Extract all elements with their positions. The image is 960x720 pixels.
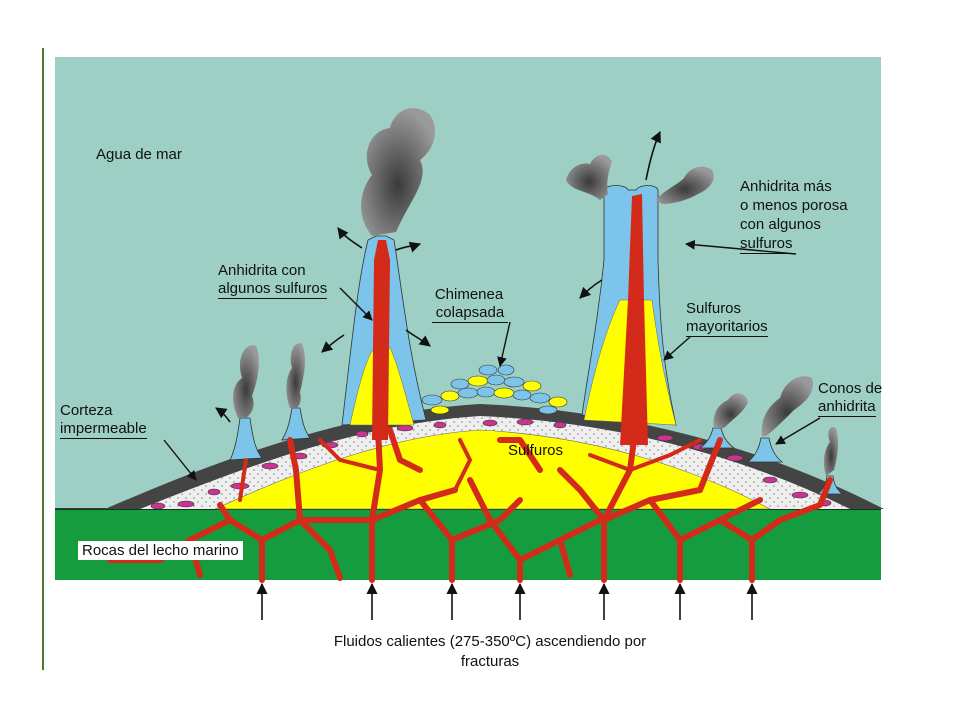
fluid-input-arrows — [256, 582, 758, 620]
caption-line1: Fluidos calientes (275-350ºC) ascendiend… — [333, 633, 647, 650]
label-seabed-rocks: Rocas del lecho marino — [78, 541, 243, 560]
right-chimney — [581, 185, 677, 445]
label-anhydrite-cones-line1: Conos de — [818, 380, 883, 397]
label-seawater: Agua de mar — [96, 146, 182, 163]
label-leader-lines — [163, 239, 821, 481]
label-collapsed-chimney-line2: colapsada — [432, 304, 508, 323]
label-porous-anhydrite-line4: sulfuros — [740, 235, 793, 254]
frame-line — [42, 48, 44, 670]
caption-line2: fracturas — [460, 653, 520, 670]
sulfide-inclusions — [150, 418, 832, 510]
collapsed-chimney-rubble — [421, 364, 568, 415]
label-anhydrite-some-sulfides-line2: algunos sulfuros — [218, 280, 328, 299]
label-crust-line1: Corteza — [60, 402, 113, 419]
label-porous-anhydrite-line3: con algunos — [740, 216, 821, 233]
label-collapsed-chimney-line1: Chimenea — [434, 286, 504, 303]
label-anhydrite-some-sulfides-line1: Anhidrita con — [218, 262, 306, 279]
label-sulfides: Sulfuros — [508, 442, 564, 459]
label-porous-anhydrite-line1: Anhidrita más — [740, 178, 832, 195]
fluid-fracture-thin — [238, 438, 702, 502]
label-porous-anhydrite-line2: o menos porosa — [740, 197, 848, 214]
black-smoke-plumes — [233, 108, 839, 476]
fluid-fracture-network — [107, 427, 833, 583]
left-chimney — [341, 235, 427, 440]
label-major-sulfides-line2: mayoritarios — [686, 318, 768, 337]
label-major-sulfides-line1: Sulfuros — [686, 300, 742, 317]
caption: Fluidos calientes (275-350ºC) ascendiend… — [300, 632, 680, 672]
label-anhydrite-cones-line2: anhidrita — [818, 398, 876, 417]
label-crust-line2: impermeable — [60, 420, 147, 439]
flow-arrows — [215, 130, 661, 423]
